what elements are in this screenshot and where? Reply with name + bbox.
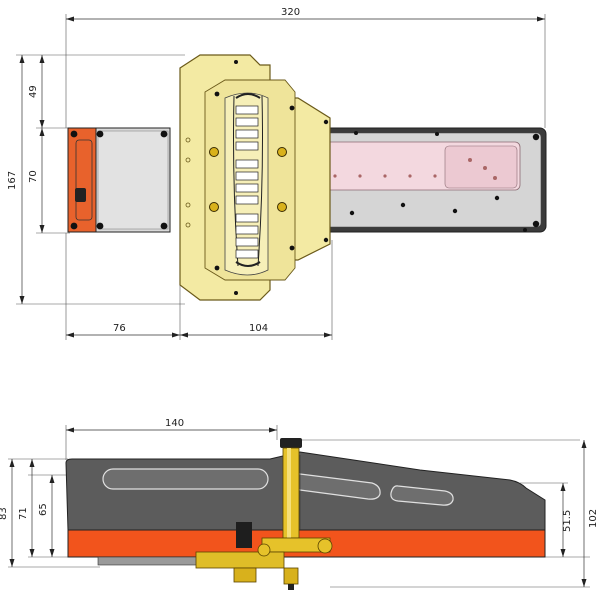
yellow-mount-plate: [179, 54, 331, 301]
side-body: [65, 451, 546, 566]
dim-label-76: 76: [113, 323, 126, 334]
dim-label-167: 167: [7, 171, 18, 190]
dim-label-70: 70: [28, 170, 39, 183]
dimension-top-length: 140: [65, 418, 278, 460]
right-rail-housing: [281, 127, 547, 233]
dimension-side-right: 51.5 102: [330, 440, 599, 588]
left-orange-block: [67, 127, 171, 233]
dimension-overall-width: 320: [65, 7, 546, 128]
dimension-bottom-stack: 76 104: [65, 233, 333, 340]
dimension-left-stack: 167 49 70: [7, 54, 185, 305]
dim-label-51-5: 51.5: [562, 510, 573, 532]
gripper-ladder: [233, 93, 263, 267]
gold-clamp-assembly: [195, 438, 333, 590]
dim-label-102: 102: [588, 509, 599, 528]
dimension-side-left: 83 71 65: [0, 458, 100, 568]
slot-right: [390, 485, 454, 506]
dim-label-104: 104: [249, 323, 268, 334]
side-view: 140 83 71 65: [0, 418, 599, 590]
latch-knob: [75, 188, 86, 202]
dim-label-140: 140: [165, 418, 184, 429]
dim-label-65: 65: [38, 503, 49, 516]
dim-label-71: 71: [18, 507, 29, 520]
dim-label-83: 83: [0, 507, 9, 520]
top-view: 320 167 49 70: [7, 7, 547, 340]
slot-left: [102, 468, 269, 490]
dim-label-49: 49: [28, 85, 39, 98]
dim-label-320: 320: [281, 7, 300, 18]
